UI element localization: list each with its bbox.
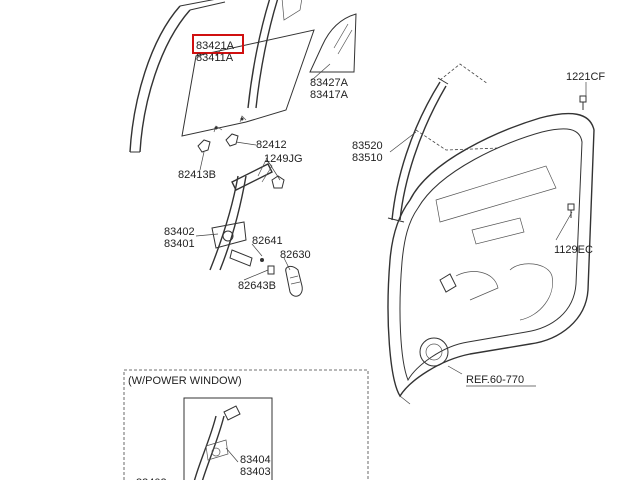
part-83510[interactable]: 83510 (352, 152, 383, 164)
part-1221CF[interactable]: 1221CF (566, 71, 605, 83)
rear-door-illustration (387, 112, 595, 405)
part-82412[interactable]: 82412 (256, 139, 287, 151)
part-83403[interactable]: 83403 (240, 466, 271, 478)
part-1249JG[interactable]: 1249JG (264, 153, 303, 165)
part-82641[interactable]: 82641 (252, 235, 283, 247)
part-83427A[interactable]: 83427A (310, 77, 349, 89)
door-glass-illustration (181, 29, 315, 137)
part-83520[interactable]: 83520 (352, 140, 383, 152)
part-83404[interactable]: 83404 (240, 454, 271, 466)
part-83401[interactable]: 83401 (164, 238, 195, 250)
part-82630[interactable]: 82630 (280, 249, 311, 261)
quarter-glass-illustration (309, 13, 357, 73)
part-83421A[interactable]: 83421A (196, 40, 235, 52)
manual-regulator-illustration (209, 159, 275, 275)
leader-lines (195, 47, 587, 463)
highlight-box (192, 34, 244, 54)
run-channel-illustration (129, 0, 303, 153)
part-83411A[interactable]: 83411A (196, 52, 234, 64)
part-83402-cut[interactable]: 83402 (136, 477, 167, 480)
regulator-handle-illustration (285, 265, 303, 297)
power-window-label: (W/POWER WINDOW) (128, 375, 242, 387)
door-channel-illustration (387, 63, 501, 223)
part-labels: 83421A 83411A 83427A 83417A 1221CF 82412… (128, 34, 605, 480)
part-82413B[interactable]: 82413B (178, 169, 216, 181)
ref-label[interactable]: REF.60-770 (466, 374, 524, 386)
power-window-inset (123, 369, 369, 480)
part-83402[interactable]: 83402 (164, 226, 195, 238)
part-82643B[interactable]: 82643B (238, 280, 276, 292)
glass-fittings-illustration (197, 133, 285, 189)
part-83417A[interactable]: 83417A (310, 89, 349, 101)
part-1129EC[interactable]: 1129EC (554, 244, 593, 256)
